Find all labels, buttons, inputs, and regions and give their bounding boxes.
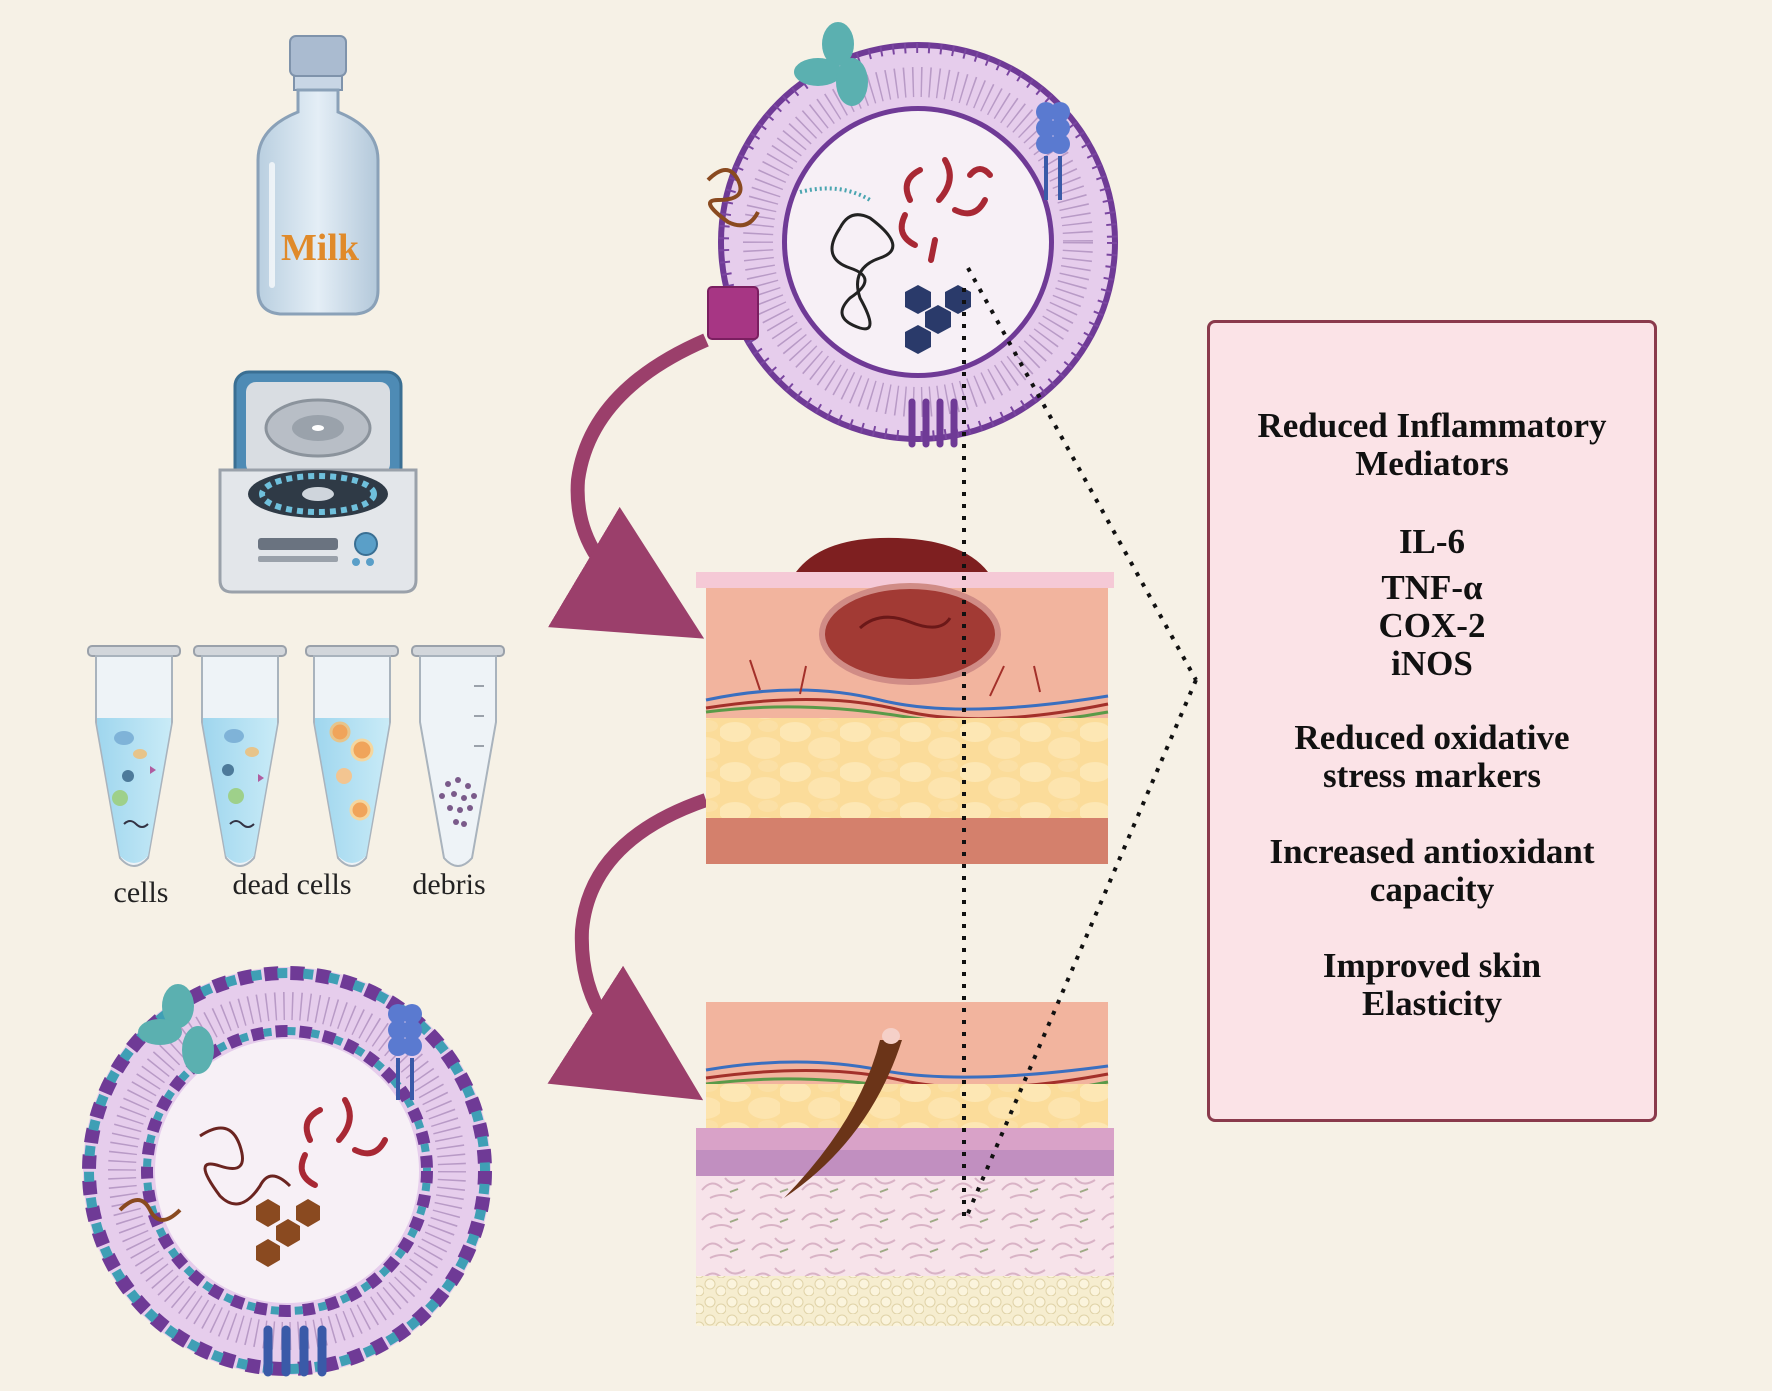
test-tube-icon bbox=[87, 645, 505, 867]
tube-label-dead-cells: dead cells bbox=[232, 868, 351, 901]
tube-label-cells: cells bbox=[114, 876, 169, 909]
panel-line: COX-2 bbox=[1378, 606, 1486, 645]
panel-line: capacity bbox=[1369, 870, 1495, 909]
panel-line: stress markers bbox=[1322, 756, 1542, 795]
panel-line: Improved skin bbox=[1322, 946, 1542, 985]
arrow-exosome-to-wound bbox=[548, 333, 709, 639]
panel-line: iNOS bbox=[1391, 644, 1473, 683]
skin-wound-icon bbox=[696, 537, 1114, 864]
panel-line: Elasticity bbox=[1362, 984, 1502, 1023]
panel-line: TNF-α bbox=[1381, 568, 1483, 607]
exosome-icon bbox=[82, 966, 492, 1377]
milk-label: Milk bbox=[281, 227, 360, 269]
panel-line: IL-6 bbox=[1398, 522, 1466, 561]
tube-label-debris: debris bbox=[412, 868, 485, 901]
panel-line: Mediators bbox=[1355, 444, 1509, 483]
panel-line: Reduced Inflammatory bbox=[1257, 406, 1607, 445]
milk-bottle-icon bbox=[256, 35, 380, 316]
zoom-connector-lines bbox=[962, 267, 1198, 1219]
panel-line: Increased antioxidant bbox=[1269, 832, 1595, 871]
exosome-icon bbox=[706, 22, 1118, 448]
outcomes-panel: Reduced Inflammatory Mediators IL-6 TNF-… bbox=[1207, 320, 1657, 1122]
panel-line: Reduced oxidative bbox=[1294, 718, 1570, 757]
healed-skin-icon bbox=[696, 1002, 1114, 1326]
arrow-wound-to-healed bbox=[547, 793, 709, 1101]
centrifuge-icon bbox=[218, 370, 418, 594]
